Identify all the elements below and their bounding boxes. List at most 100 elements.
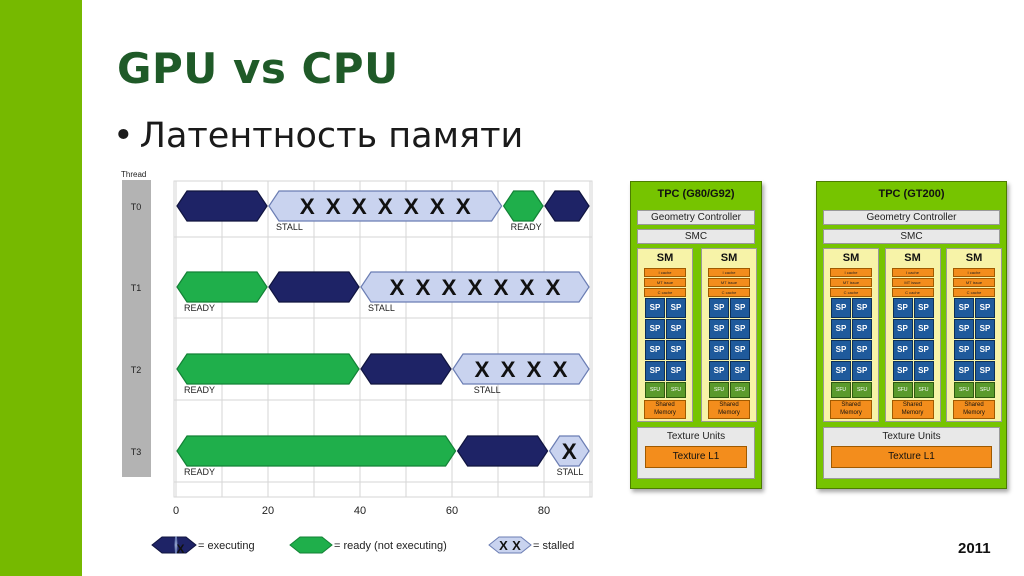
- segment-stalled: [360, 271, 590, 303]
- thread-label-t3: T3: [131, 447, 142, 457]
- sfu-unit: SFU: [913, 382, 934, 398]
- slide-year: 2011: [958, 540, 991, 557]
- segment-stalled: [268, 190, 503, 222]
- stall-x-mark: X: [493, 275, 508, 300]
- sp-core: SP: [913, 319, 934, 339]
- thread-axis-bar: [122, 180, 151, 477]
- stall-x-mark: X: [552, 357, 567, 382]
- sp-core: SP: [892, 361, 913, 381]
- stall-x-mark: X: [474, 357, 489, 382]
- sp-core: SP: [913, 361, 934, 381]
- state-label-stall: STALL: [557, 467, 584, 477]
- sfu-unit: SFU: [892, 382, 913, 398]
- sfu-unit: SFU: [852, 382, 872, 398]
- sp-core: SP: [730, 361, 750, 381]
- mt-issue-bar: MT issue: [708, 278, 750, 287]
- stall-x-mark: X: [430, 194, 445, 219]
- stall-x-mark: X: [526, 357, 541, 382]
- segment-executing: [544, 190, 590, 222]
- sfu-unit: SFU: [954, 382, 974, 398]
- icache-bar: I cache: [953, 268, 995, 277]
- sp-core: SP: [852, 319, 872, 339]
- geometry-controller: Geometry Controller: [823, 210, 1000, 225]
- sfu-unit: SFU: [666, 382, 686, 398]
- mt-issue-bar: MT issue: [953, 278, 995, 287]
- texture-units-label: Texture Units: [882, 431, 941, 442]
- mt-issue-bar: MT issue: [830, 278, 872, 287]
- sp-core: SP: [892, 340, 913, 360]
- shared-memory-line: Memory: [718, 410, 740, 416]
- bullet-text: Латентность памяти: [139, 116, 524, 156]
- x-tick-label: 40: [354, 505, 366, 517]
- sp-core: SP: [913, 298, 934, 318]
- ccache-bar: C cache: [830, 288, 872, 297]
- sp-core: SP: [730, 319, 750, 339]
- stall-x-mark: X: [389, 275, 404, 300]
- sp-core: SP: [954, 361, 974, 381]
- sp-core: SP: [645, 361, 665, 381]
- legend-x-mark: X: [512, 538, 521, 553]
- stall-x-mark: X: [352, 194, 367, 219]
- legend-swatch-executing: [151, 536, 197, 554]
- sp-core: SP: [645, 340, 665, 360]
- shared-memory-line: Shared: [655, 402, 675, 408]
- sfu-unit: SFU: [975, 382, 995, 398]
- stall-x-mark: X: [378, 194, 393, 219]
- sp-core: SP: [975, 319, 995, 339]
- thread-label-t1: T1: [131, 283, 142, 293]
- sm-title: SM: [656, 252, 674, 264]
- legend-swatch-stalled: [488, 536, 532, 554]
- stall-x-mark: X: [562, 439, 577, 464]
- sm-title: SM: [965, 252, 983, 264]
- shared-memory-line: Memory: [840, 410, 862, 416]
- stall-x-mark: X: [456, 194, 471, 219]
- bullet-item: •Латентность памяти: [113, 116, 523, 156]
- segment-ready: [502, 190, 544, 222]
- state-label-stall: STALL: [276, 222, 303, 232]
- tpc-title: TPC (G80/G92): [657, 188, 735, 200]
- mt-issue-bar: MT issue: [891, 278, 934, 287]
- sfu-unit: SFU: [709, 382, 729, 398]
- x-tick-label: 60: [446, 505, 458, 517]
- x-tick-label: 0: [173, 505, 179, 517]
- shared-memory-line: Memory: [901, 410, 924, 416]
- geometry-controller: Geometry Controller: [637, 210, 755, 225]
- segment-executing: [360, 353, 452, 385]
- stall-x-mark: X: [441, 275, 456, 300]
- sp-core: SP: [852, 340, 872, 360]
- sp-core: SP: [852, 298, 872, 318]
- sm-title: SM: [842, 252, 860, 264]
- icache-bar: I cache: [708, 268, 750, 277]
- segment-executing: [268, 271, 360, 303]
- icache-bar: I cache: [644, 268, 686, 277]
- state-label-stall: STALL: [474, 385, 501, 395]
- stall-x-mark: X: [545, 275, 560, 300]
- legend-label-executing: = executing: [198, 540, 255, 552]
- sp-core: SP: [709, 340, 729, 360]
- thread-label-t2: T2: [131, 365, 142, 375]
- slide-title: GPU vs CPU: [117, 44, 399, 93]
- segment-stalled: [452, 353, 590, 385]
- sp-core: SP: [913, 340, 934, 360]
- stall-x-mark: X: [176, 542, 184, 556]
- sp-core: SP: [666, 319, 686, 339]
- sp-core: SP: [666, 298, 686, 318]
- sfu-unit: SFU: [730, 382, 750, 398]
- sp-core: SP: [831, 340, 851, 360]
- segment-executing: [456, 435, 549, 467]
- sp-core: SP: [954, 340, 974, 360]
- sp-core: SP: [831, 319, 851, 339]
- segment-ready: [176, 435, 457, 467]
- ccache-bar: C cache: [953, 288, 995, 297]
- stall-x-mark: X: [404, 194, 419, 219]
- smc-box: SMC: [637, 229, 755, 244]
- timeline-grid-frame: [173, 180, 593, 498]
- legend-swatch-ready: [289, 536, 333, 554]
- sp-core: SP: [645, 298, 665, 318]
